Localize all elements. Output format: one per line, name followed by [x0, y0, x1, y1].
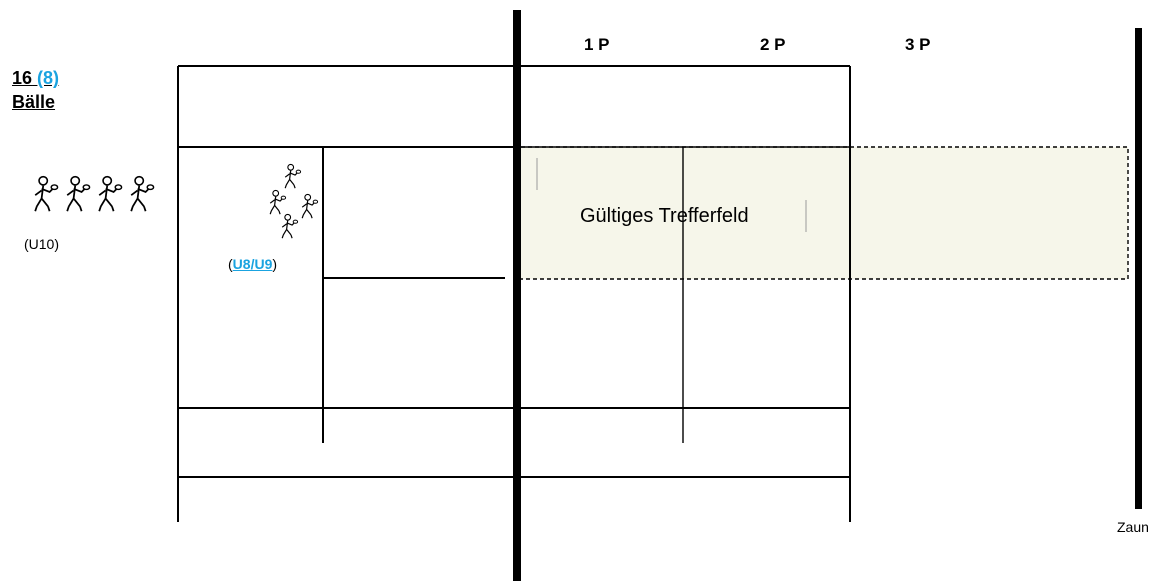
player-figure-icon [270, 190, 285, 214]
points-label-2: 2 P [760, 35, 786, 55]
group-u10-label: (U10) [24, 236, 59, 252]
net [513, 10, 521, 581]
group-u8-u9-label: (U8/U9) [228, 256, 277, 272]
player-figure-icon [67, 177, 89, 212]
balls-count-alt[interactable]: (8) [37, 68, 59, 88]
player-figure-icon [282, 214, 297, 238]
player-figure-icon [99, 177, 121, 212]
fence-label: Zaun [1117, 519, 1149, 535]
balls-title: 16 (8) Bälle [12, 66, 59, 114]
balls-label: Bälle [12, 90, 59, 114]
fence-line [1135, 28, 1142, 509]
player-figure-icon [131, 177, 153, 212]
player-figure-icon [285, 164, 300, 188]
points-label-1: 1 P [584, 35, 610, 55]
balls-count: 16 [12, 68, 32, 88]
valid-hit-zone-label: Gültiges Trefferfeld [580, 205, 749, 228]
points-label-3: 3 P [905, 35, 931, 55]
player-figure-icon [35, 177, 57, 212]
group-u8-u9-link[interactable]: U8/U9 [233, 256, 273, 272]
player-figure-icon [302, 194, 317, 218]
